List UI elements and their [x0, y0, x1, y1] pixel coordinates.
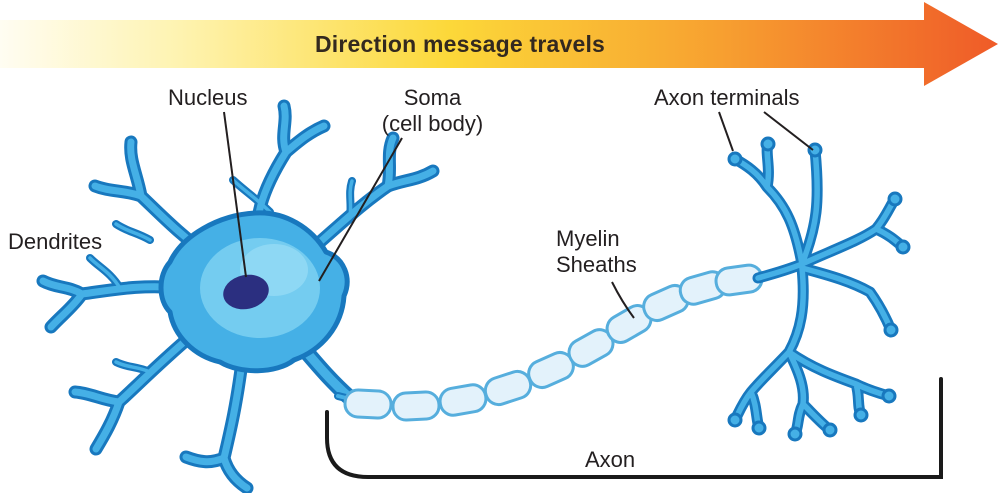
nucleus-label: Nucleus	[168, 85, 248, 110]
nucleus-shape	[223, 274, 269, 310]
soma	[158, 210, 350, 374]
myelin-capsule	[483, 369, 533, 407]
arrow-body	[0, 20, 924, 68]
soma-label-line1: Soma	[403, 85, 462, 110]
myelin-pointer	[611, 281, 635, 319]
myelin-capsule	[343, 388, 393, 420]
arrow-head	[924, 2, 998, 86]
axon-label: Axon	[585, 447, 636, 472]
soma-label-line2: (cell body)	[381, 111, 484, 136]
dendrites-label: Dendrites	[8, 229, 103, 254]
dendrites	[36, 99, 440, 493]
pointer-lines	[223, 111, 814, 319]
direction-arrow	[0, 2, 998, 86]
direction-label: Direction message travels	[314, 31, 606, 57]
axon-bracket	[325, 377, 943, 479]
nucleus-pointer	[223, 111, 247, 278]
myelin-label-line2: Sheaths	[556, 252, 637, 277]
terminal-bulbs	[727, 136, 911, 442]
axon-terminals-label: Axon terminals	[654, 85, 800, 110]
soma-label: Soma (cell body)	[365, 85, 500, 137]
myelin-sheaths	[343, 263, 764, 422]
soma-pointer	[318, 137, 403, 282]
axon-terminals	[727, 136, 911, 442]
myelin-capsule	[438, 383, 488, 417]
axon-terminals-pointer-1	[718, 111, 734, 152]
myelin-capsule	[391, 390, 441, 422]
axon-terminals-pointer-2	[763, 111, 814, 151]
myelin-label-line1: Myelin	[556, 226, 620, 251]
myelin-sheaths-label: Myelin Sheaths	[556, 226, 637, 278]
